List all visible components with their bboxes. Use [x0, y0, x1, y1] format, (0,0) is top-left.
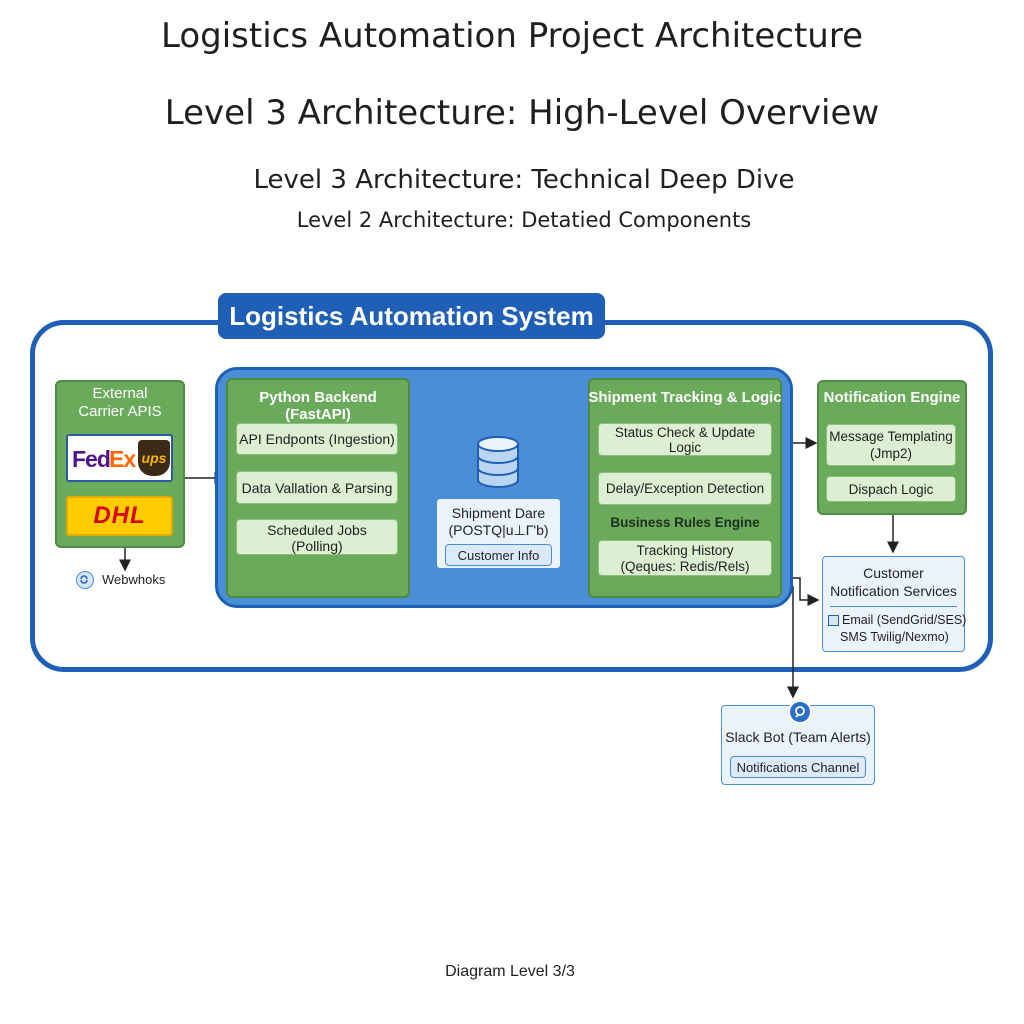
- slack-bot-title: Slack Bot (Team Alerts): [725, 729, 871, 745]
- email-icon: [828, 615, 839, 626]
- dhl-logo-text: DHL: [93, 502, 146, 529]
- ups-logo-text: ups: [141, 450, 167, 466]
- message-templating-box[interactable]: Message Templating (Jmp2): [826, 424, 956, 466]
- ups-shield-logo: ups: [138, 440, 170, 476]
- dhl-logo: DHL: [66, 496, 173, 536]
- backend-title: Python Backend (FastAPI): [259, 389, 377, 423]
- dispatch-logic-box[interactable]: Dispach Logic: [826, 476, 956, 502]
- webhooks-label: Webwhoks: [102, 572, 166, 587]
- tracking-title: Shipment Tracking & Logic: [588, 389, 782, 406]
- database-icon: [477, 436, 519, 488]
- webhooks-icon: [76, 571, 94, 589]
- delay-detection-box[interactable]: Delay/Exception Detection: [598, 472, 772, 505]
- fedex-ups-logo: Fed Ex ups: [66, 434, 173, 482]
- services-title-line1: Customer: [863, 565, 924, 581]
- sms-service-label: SMS Twilig/Nexmo): [840, 630, 949, 644]
- carriers-title: External Carrier APIS: [55, 385, 185, 421]
- carriers-title-line1: External: [92, 385, 148, 402]
- tracking-history-box[interactable]: Tracking History (Qeques: Redis/Rels): [598, 540, 772, 576]
- notifications-channel-box[interactable]: Notifications Channel: [730, 756, 866, 778]
- services-divider: [830, 606, 957, 607]
- level3-overview-title: Level 3 Architecture: High-Level Overvie…: [164, 93, 880, 133]
- api-endpoints-box[interactable]: API Endponts (Ingestion): [236, 423, 398, 455]
- carriers-title-line2: Carrier APIS: [78, 403, 162, 420]
- status-check-box[interactable]: Status Check & Update Logic: [598, 423, 772, 456]
- shipment-db-line2: (POSTQ|u⊥Γ'b): [448, 522, 549, 538]
- tracking-history-line1: Tracking History: [636, 543, 734, 558]
- notification-engine-title: Notification Engine: [823, 389, 961, 406]
- main-title: Logistics Automation Project Architectur…: [161, 16, 863, 56]
- level2-title: Level 2 Architecture: Detatied Component…: [296, 208, 752, 232]
- data-validation-box[interactable]: Data Vallation & Parsing: [236, 471, 398, 504]
- customer-info-box[interactable]: Customer Info: [445, 544, 552, 566]
- scheduled-jobs-line2: (Polling): [291, 538, 343, 554]
- level3-deep-dive-title: Level 3 Architecture: Technical Deep Div…: [253, 165, 795, 195]
- business-rules-label: Business Rules Engine: [610, 515, 760, 530]
- diagram-footer: Diagram Level 3/3: [445, 963, 575, 980]
- tracking-history-line2: (Qeques: Redis/Rels): [620, 559, 750, 574]
- email-service-label: Email (SendGrid/SES): [842, 613, 967, 627]
- templating-line2: (Jmp2): [869, 446, 912, 461]
- fedex-logo-fed: Fed: [72, 446, 111, 472]
- customer-notification-services-box[interactable]: [822, 556, 965, 652]
- templating-line1: Message Templating: [829, 429, 953, 444]
- scheduled-jobs-box[interactable]: Scheduled Jobs (Polling): [236, 519, 398, 555]
- scheduled-jobs-line1: Scheduled Jobs: [267, 522, 367, 538]
- fedex-logo-ex: Ex: [109, 446, 136, 472]
- services-title: Customer Notification Services: [822, 564, 965, 600]
- slack-icon: [788, 700, 812, 724]
- system-title: Logistics Automation System: [218, 293, 605, 339]
- services-title-line2: Notification Services: [830, 583, 957, 599]
- shipment-db-line1: Shipment Dare: [451, 505, 546, 521]
